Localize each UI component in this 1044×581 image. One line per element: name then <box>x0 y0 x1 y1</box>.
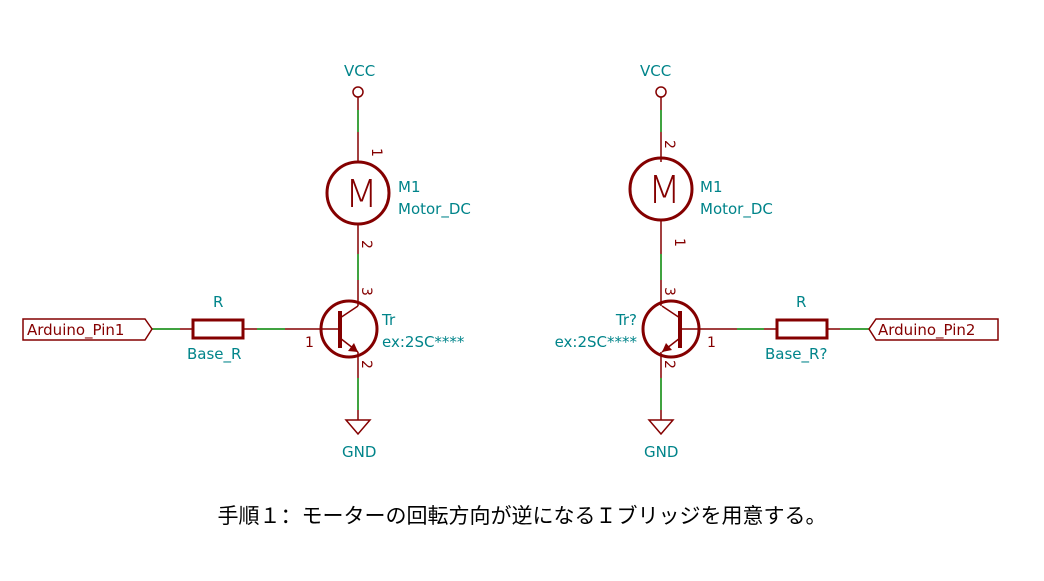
emitter-pin-number: 2 <box>358 360 374 369</box>
step-caption: 手順１：モーターの回転方向が逆になるＩブリッジを用意する。 <box>217 504 827 528</box>
vcc-power-icon <box>655 86 667 98</box>
ground-icon <box>344 419 372 436</box>
motor-value: Motor_DC <box>700 200 773 219</box>
resistor-ref: R <box>796 293 806 311</box>
motor-pin-top-number: 1 <box>368 148 384 157</box>
resistor-ref: R <box>213 293 223 311</box>
emitter-arrow-icon <box>662 343 672 352</box>
transistor-value: ex:2SC**** <box>382 333 465 351</box>
vcc-label: VCC <box>640 62 671 80</box>
motor-glyph: M <box>345 172 378 216</box>
vcc-label: VCC <box>344 62 375 80</box>
motor-value: Motor_DC <box>398 200 471 219</box>
ground-icon <box>647 419 675 436</box>
transistor-ref: Tr? <box>615 311 637 329</box>
transistor-collector-line <box>661 305 681 319</box>
transistor-collector-line <box>339 305 359 319</box>
base-pin-number: 1 <box>707 335 716 351</box>
resistor-value: Base_R? <box>765 345 827 364</box>
emitter-arrow-icon <box>348 343 358 352</box>
port-icon <box>868 318 999 341</box>
motor-pin-bottom-number: 1 <box>671 238 687 247</box>
motor-pin-top-number: 2 <box>661 140 677 149</box>
left-circuit: VCC 1 M M1 Motor_DC 2 3 1 Tr ex:2SC**** … <box>22 62 471 461</box>
transistor-value: ex:2SC**** <box>555 333 638 351</box>
vcc-power-icon <box>352 86 364 98</box>
resistor-value: Base_R <box>187 345 241 364</box>
port-label: Arduino_Pin2 <box>878 321 975 340</box>
gnd-label: GND <box>342 443 376 461</box>
transistor-ref: Tr <box>381 311 396 329</box>
gnd-label: GND <box>644 443 678 461</box>
emitter-pin-number: 2 <box>661 360 677 369</box>
collector-pin-number: 3 <box>358 287 374 296</box>
resistor-icon <box>191 318 245 340</box>
motor-glyph: M <box>648 168 681 212</box>
right-circuit: VCC 2 M M1 Motor_DC 1 3 1 Tr? ex:2SC****… <box>555 62 999 461</box>
motor-pin-bottom-number: 2 <box>358 240 374 249</box>
collector-pin-number: 3 <box>661 287 677 296</box>
port-label: Arduino_Pin1 <box>27 321 124 340</box>
motor-ref: M1 <box>700 178 723 196</box>
motor-ref: M1 <box>398 178 421 196</box>
resistor-icon <box>775 318 829 340</box>
port-icon <box>22 318 153 341</box>
base-pin-number: 1 <box>305 335 314 351</box>
